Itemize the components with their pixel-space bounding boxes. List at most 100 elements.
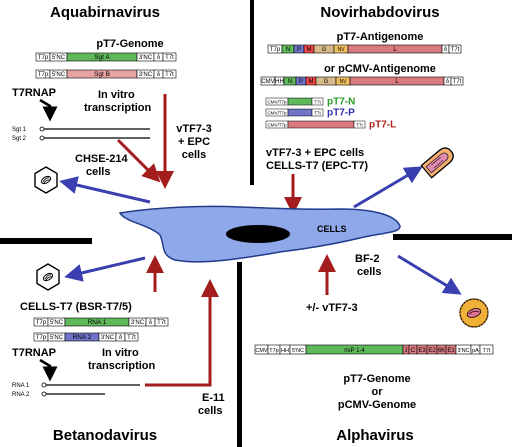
aqua-sgt2-label: Sgt 2: [12, 136, 27, 142]
construct-segment-label: J: [405, 348, 408, 354]
construct-segment-label: CMV: [255, 348, 268, 354]
support-plasmid-segment: [353, 120, 366, 129]
construct-segment-label: 3'NC: [139, 55, 153, 61]
aqua-sgt1-cap: [39, 126, 45, 132]
aqua-virion-icon: [34, 166, 58, 194]
alpha-helper: +/- vTF7-3: [306, 302, 358, 314]
construct-segment-label: 3'NC: [131, 320, 145, 326]
construct-segment-label: HH: [275, 79, 284, 85]
construct-segment-label: C: [411, 348, 416, 354]
center-cell-nucleus: [226, 225, 290, 243]
beta-in-vitro-1: In vitro: [102, 347, 139, 359]
support-plasmid-label: pT7-L: [369, 120, 396, 131]
support-plasmid-segment: [311, 97, 324, 106]
support-plasmid-segment-label: CMV/T7p: [267, 100, 287, 105]
construct-segment: [450, 76, 464, 86]
construct-segment-label: CMV: [261, 79, 274, 85]
construct-segment-label: 5'NC: [52, 72, 66, 78]
construct-segment: [479, 344, 494, 355]
support-plasmid-segment: [287, 120, 355, 129]
construct-segment-label: 6K: [438, 348, 445, 354]
construct-segment-label: 5'NC: [52, 55, 66, 61]
construct-segment-label: E1: [447, 348, 455, 354]
construct-segment-label: L: [393, 47, 397, 53]
construct-segment-label: G: [324, 79, 329, 85]
novi-blue-arrow: [353, 166, 423, 209]
support-plasmid-segment-label: T7t: [356, 123, 363, 128]
beta-t7rnap: T7RNAP: [12, 347, 56, 359]
support-plasmid-segment-label: T7t: [314, 111, 321, 116]
aqua-t7rnap-arrow: [39, 98, 58, 122]
construct-segment-label: N: [286, 47, 290, 53]
construct-segment: [124, 332, 139, 342]
construct-segment-label: T7t: [127, 335, 136, 341]
construct-segment-label: 3'NC: [139, 72, 153, 78]
construct-segment-label: T7t: [165, 72, 174, 78]
aqua-heading: pT7-Genome: [96, 38, 163, 50]
aqua-sgt1-label: Sgt 1: [12, 127, 27, 133]
construct-segment: [154, 317, 169, 327]
construct-segment-label: 3'NC: [101, 335, 115, 341]
support-plasmid-segment-label: T7t: [314, 100, 321, 105]
construct-segment-label: T7p: [38, 72, 49, 78]
construct-segment-label: E3: [418, 348, 426, 354]
alpha-cells-2: cells: [357, 266, 381, 278]
construct-segment-label: RNA 1: [88, 319, 107, 326]
divider-vertical-bottom: [237, 262, 242, 447]
construct-segment-label: E2: [428, 348, 436, 354]
support-plasmid-segment: [287, 108, 313, 117]
construct-segment-label: nsP 1-4: [344, 348, 365, 354]
novi-cells-1: vTF7-3 + EPC cells: [266, 147, 364, 159]
construct-segment-label: 5'NC: [50, 335, 64, 341]
construct-segment: [162, 69, 177, 79]
construct-segment-label: Sgt A: [94, 54, 110, 61]
construct-segment-label: T7p: [36, 320, 47, 326]
alpha-caption-1: pT7-Genome: [343, 373, 410, 385]
aqua-in-vitro-1: In vitro: [98, 89, 135, 101]
construct-segment-label: P: [297, 47, 301, 53]
support-plasmid-label: pT7-N: [327, 97, 355, 108]
construct-segment-label: N: [288, 79, 292, 85]
construct-segment-label: 3'NC: [457, 348, 469, 354]
construct-segment-label: 5'NC: [292, 348, 304, 354]
beta-blue-arrow: [64, 256, 146, 282]
alpha-blue-arrow: [397, 254, 462, 295]
construct-segment-label: T7t: [451, 47, 460, 53]
novi-or-label: or pCMV-Antigenome: [324, 63, 436, 75]
novi-cells-2: CELLS-T7 (EPC-T7): [266, 160, 368, 172]
construct-segment-label: T7t: [165, 55, 174, 61]
construct-segment-label: pA: [472, 348, 479, 354]
construct-segment-label: δ: [149, 320, 153, 326]
beta-rna2-cap: [41, 391, 47, 397]
divider-horizontal-left: [0, 238, 92, 244]
alpha-cells-1: BF-2: [355, 253, 379, 265]
divider-horizontal-right: [393, 234, 512, 240]
aqua-red-arrow-diagonal: [116, 138, 161, 183]
construct-segment-label: T7t: [157, 320, 166, 326]
construct-segment-label: δ: [157, 72, 161, 78]
aqua-helper-1: vTF7-3: [176, 123, 211, 135]
novi-heading: pT7-Antigenome: [337, 31, 424, 43]
construct-segment-label: M: [309, 79, 314, 85]
support-plasmid-segment-label: CMV/T7p: [267, 123, 287, 128]
divider-vertical-top: [250, 0, 254, 185]
construct-segment: [162, 52, 177, 62]
construct-segment-label: δ: [157, 55, 161, 61]
aqua-cells-1: CHSE-214: [75, 153, 128, 165]
construct-segment-label: HH: [281, 348, 289, 354]
aqua-helper-2: + EPC: [178, 136, 210, 148]
construct-segment-label: δ: [444, 47, 448, 53]
alpha-caption-2: or: [372, 386, 384, 398]
construct-segment-label: T7p: [270, 47, 281, 53]
construct-segment-label: δ: [446, 79, 450, 85]
beta-cells-top: CELLS-T7 (BSR-T7/5): [20, 301, 132, 313]
title-novirhabdovirus: Novirhabdovirus: [320, 4, 439, 21]
